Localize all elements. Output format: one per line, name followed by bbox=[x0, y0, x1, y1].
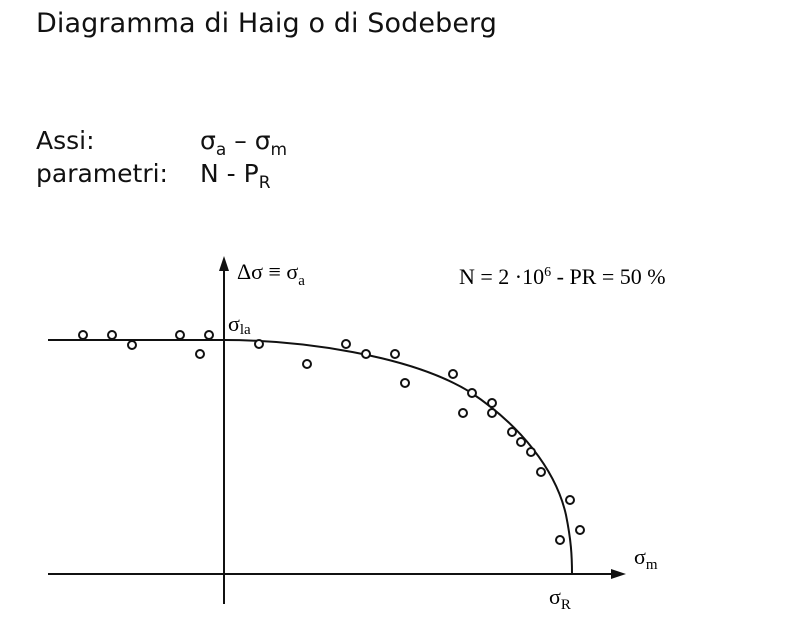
data-point bbox=[127, 340, 137, 350]
data-point bbox=[361, 349, 371, 359]
data-point bbox=[254, 339, 264, 349]
data-point bbox=[107, 330, 117, 340]
data-point bbox=[341, 339, 351, 349]
data-point bbox=[78, 330, 88, 340]
data-point bbox=[575, 525, 585, 535]
data-point bbox=[400, 378, 410, 388]
parameters-subscript: R bbox=[258, 173, 271, 193]
test-condition: N = 2 ·106 - PR = 50 % bbox=[459, 264, 666, 289]
data-point bbox=[487, 398, 497, 408]
data-point bbox=[467, 388, 477, 398]
axes-label: Assi: bbox=[36, 126, 95, 155]
data-point bbox=[448, 369, 458, 379]
parameters-value: N - PR bbox=[200, 157, 271, 193]
data-point bbox=[195, 349, 205, 359]
y-axis-arrowhead bbox=[219, 256, 229, 271]
sigma-r-label: σR bbox=[549, 584, 571, 613]
data-point bbox=[516, 437, 526, 447]
data-point bbox=[507, 427, 517, 437]
data-point bbox=[204, 330, 214, 340]
axes-value: σa – σm bbox=[200, 124, 288, 160]
x-axis-label: σm bbox=[634, 544, 658, 573]
sigma-la-label: σla bbox=[228, 311, 251, 338]
data-point bbox=[565, 495, 575, 505]
axes-a-subscript: a bbox=[215, 140, 227, 160]
data-point bbox=[302, 359, 312, 369]
data-point bbox=[175, 330, 185, 340]
data-point bbox=[526, 447, 536, 457]
data-point bbox=[487, 408, 497, 418]
data-point bbox=[458, 408, 468, 418]
fatigue-limit-curve bbox=[48, 339, 573, 575]
data-points bbox=[78, 330, 585, 545]
axes-separator: – bbox=[226, 126, 255, 155]
axes-m-symbol: σ bbox=[254, 126, 271, 155]
axes-m-subscript: m bbox=[270, 140, 288, 160]
x-axis-arrowhead bbox=[611, 569, 626, 579]
y-axis-label: Δσ ≡ σa bbox=[237, 259, 305, 289]
page-title: Diagramma di Haig o di Sodeberg bbox=[36, 8, 497, 39]
parameters-text: N - P bbox=[200, 159, 259, 188]
parameters-label: parametri: bbox=[36, 159, 168, 188]
data-point bbox=[555, 535, 565, 545]
axes-a-symbol: σ bbox=[200, 126, 216, 155]
data-point bbox=[390, 349, 400, 359]
data-point bbox=[536, 467, 546, 477]
